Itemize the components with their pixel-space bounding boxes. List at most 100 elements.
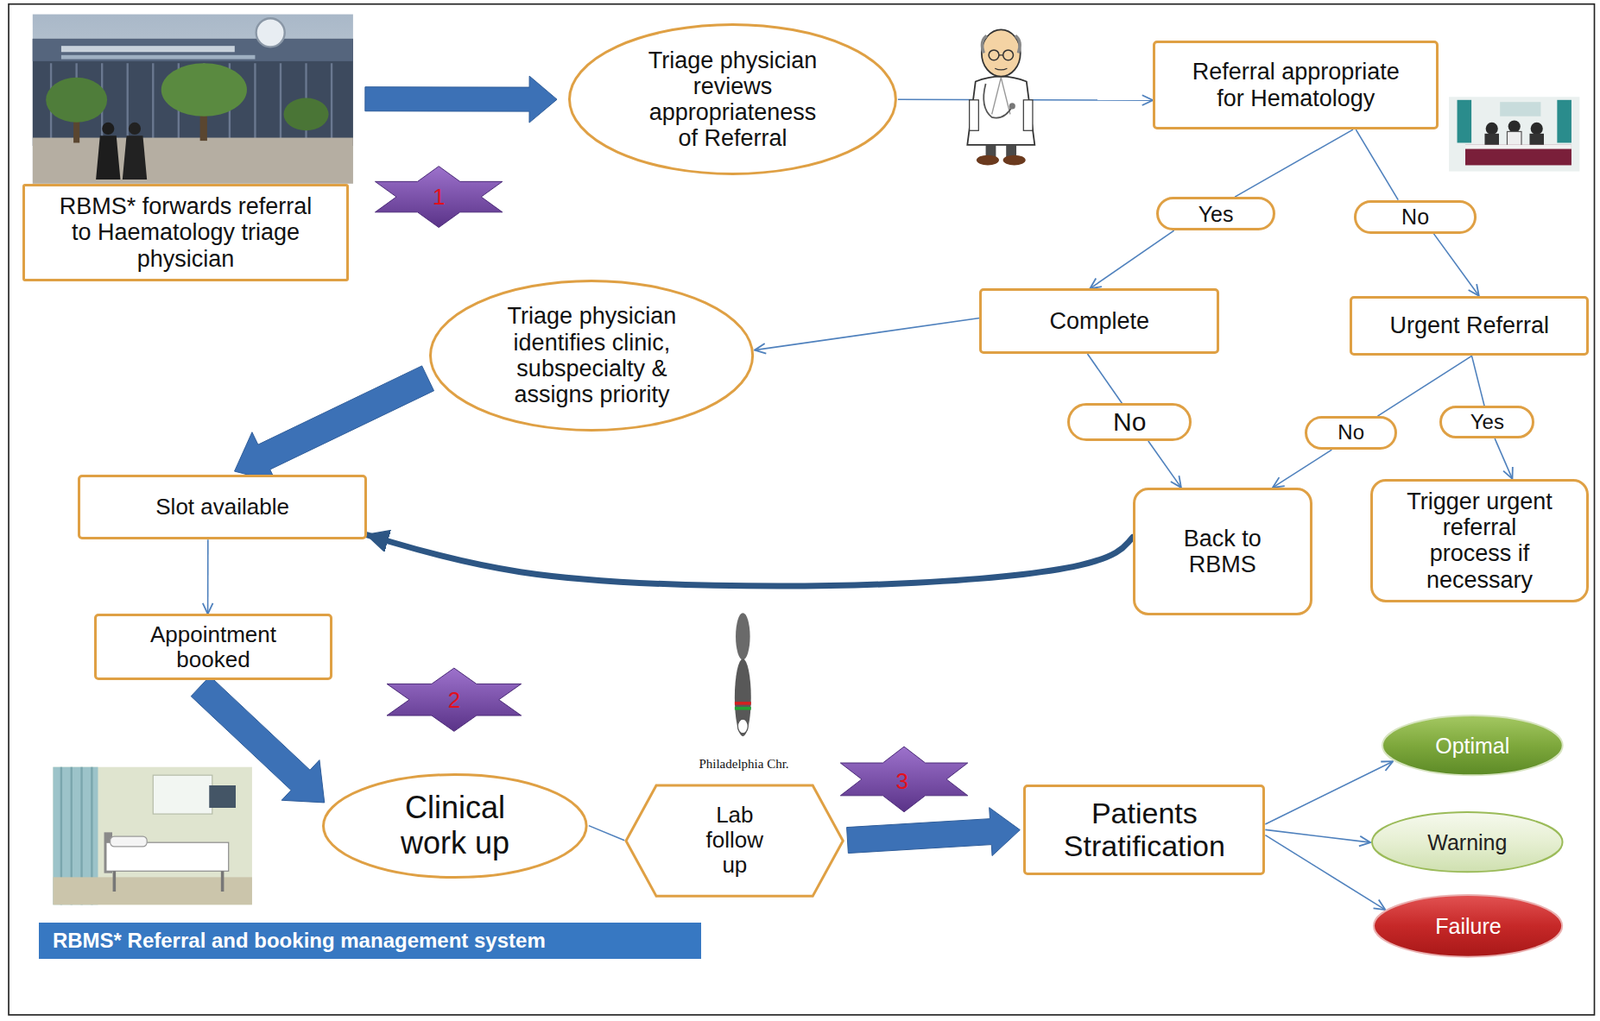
- outcome-ellipse: Warning: [1370, 810, 1565, 874]
- answer-pill: No: [1067, 403, 1192, 442]
- doctor-figure: [969, 100, 980, 131]
- chromosome-figure: [734, 707, 752, 711]
- flow-line: [207, 539, 209, 614]
- flow-line: [1355, 129, 1398, 201]
- callout-star: [386, 668, 522, 732]
- outcome-ellipse: Failure: [1372, 893, 1564, 960]
- flow-line: [754, 317, 980, 350]
- node-text: Triage physician identifies clinic, subs…: [499, 303, 685, 408]
- callout-number: 3: [895, 769, 908, 795]
- node-text: Patients Stratification: [1060, 796, 1229, 863]
- meeting-photo: [1484, 133, 1499, 146]
- ellipse-outline: [1372, 812, 1563, 873]
- process-ellipse: Clinical work up: [321, 772, 589, 880]
- answer-pill: Yes: [1156, 196, 1276, 231]
- node-text: Back to RBMS: [1175, 525, 1271, 578]
- building-photo: [128, 122, 141, 135]
- callout-star: [374, 166, 502, 228]
- ellipse-outline: [1382, 715, 1563, 776]
- process-box: Patients Stratification: [1023, 784, 1265, 876]
- clinic-room-photo: [110, 836, 148, 848]
- process-box: Slot available: [77, 474, 368, 541]
- callout-star: [840, 746, 968, 813]
- ellipse-outline: [323, 774, 588, 878]
- decision-box: Referral appropriate for Hematology: [1152, 40, 1439, 130]
- flow-line: [588, 826, 625, 842]
- meeting-photo: [1529, 133, 1544, 146]
- doctor-figure: [967, 76, 1035, 146]
- callout-star: [374, 166, 502, 228]
- answer-pill: Yes: [1439, 405, 1535, 439]
- callout-number: 1: [432, 184, 445, 210]
- flow-line: [1472, 355, 1486, 406]
- clinic-room-photo: [113, 871, 222, 892]
- node-text: No: [1113, 407, 1146, 437]
- node-text: Complete: [1049, 308, 1151, 335]
- ellipse-outline: [430, 280, 753, 431]
- flow-line: [1148, 441, 1182, 488]
- doctor-figure: [994, 55, 1007, 70]
- meeting-photo: [1530, 122, 1544, 135]
- node-text: Trigger urgent referral process if neces…: [1403, 488, 1556, 594]
- doctor-figure: [983, 83, 1012, 119]
- node-text: Referral appropriate for Hematology: [1188, 58, 1404, 111]
- decision-box: Complete: [979, 288, 1220, 355]
- lab-hexagon: Lab follow up: [624, 784, 845, 899]
- meeting-photo: [1457, 100, 1473, 144]
- doctor-figure: [1009, 102, 1016, 109]
- meeting-photo: [1486, 122, 1499, 135]
- building-photo: [61, 55, 256, 60]
- process-box: Trigger urgent referral process if neces…: [1370, 479, 1589, 603]
- callout-number: 2: [448, 687, 461, 713]
- meeting-photo: [1506, 131, 1522, 146]
- node-text: No: [1401, 204, 1430, 229]
- node-text: Failure: [1435, 914, 1501, 939]
- flow-line: [1433, 233, 1479, 297]
- node-text: RBMS* Referral and booking management sy…: [52, 929, 546, 954]
- node-text: RBMS* forwards referral to Haematology t…: [56, 193, 316, 272]
- doctor-figure: [1023, 100, 1033, 131]
- flow-line: [1087, 354, 1122, 404]
- doctor-figure: [988, 50, 1000, 61]
- chromosome-figure: [734, 658, 752, 737]
- doctor-figure: [981, 35, 1020, 53]
- callout-star: [840, 746, 968, 813]
- doctor-figure: [981, 29, 1021, 76]
- meeting-photo: [1465, 145, 1572, 150]
- page-frame: [8, 4, 1594, 1016]
- node-text: Triage physician reviews appropriateness…: [639, 47, 826, 152]
- building-photo: [256, 18, 285, 47]
- doctor-figure: [976, 155, 1000, 166]
- building-photo: [32, 138, 354, 184]
- node-text: Lab follow up: [701, 803, 767, 879]
- chromosome-figure: [734, 613, 752, 737]
- meeting-photo: [1556, 100, 1572, 144]
- decision-box: Urgent Referral: [1349, 296, 1589, 357]
- flow-line: [1272, 449, 1332, 488]
- node-text: Warning: [1427, 830, 1507, 855]
- answer-pill: No: [1353, 200, 1477, 234]
- block-arrow: [234, 366, 435, 483]
- doctor-figure: [967, 29, 1035, 165]
- flow-line: [1234, 129, 1354, 197]
- building-photo: [32, 14, 354, 184]
- flow-line: [1264, 829, 1371, 843]
- building-photo: [32, 38, 354, 62]
- clinic-room-photo: [208, 785, 236, 809]
- node-text: Clinical work up: [394, 790, 516, 861]
- process-ellipse: Triage physician reviews appropriateness…: [567, 22, 899, 177]
- process-ellipse: Triage physician identifies clinic, subs…: [428, 278, 755, 433]
- block-arrow: [847, 808, 1021, 857]
- node-text: Yes: [1470, 411, 1505, 435]
- building-photo: [101, 122, 114, 135]
- chromosome-figure: [735, 613, 751, 660]
- chromosome-figure: [734, 701, 752, 706]
- building-photo: [95, 135, 121, 180]
- clinic-room-photo: [152, 775, 213, 815]
- building-photo: [32, 38, 354, 146]
- ellipse-outline: [1373, 895, 1563, 958]
- referral-group: RBMS* forwards referral to Haematology t…: [22, 14, 354, 283]
- node-text: Urgent Referral: [1389, 312, 1550, 339]
- doctor-figure: [1003, 50, 1014, 61]
